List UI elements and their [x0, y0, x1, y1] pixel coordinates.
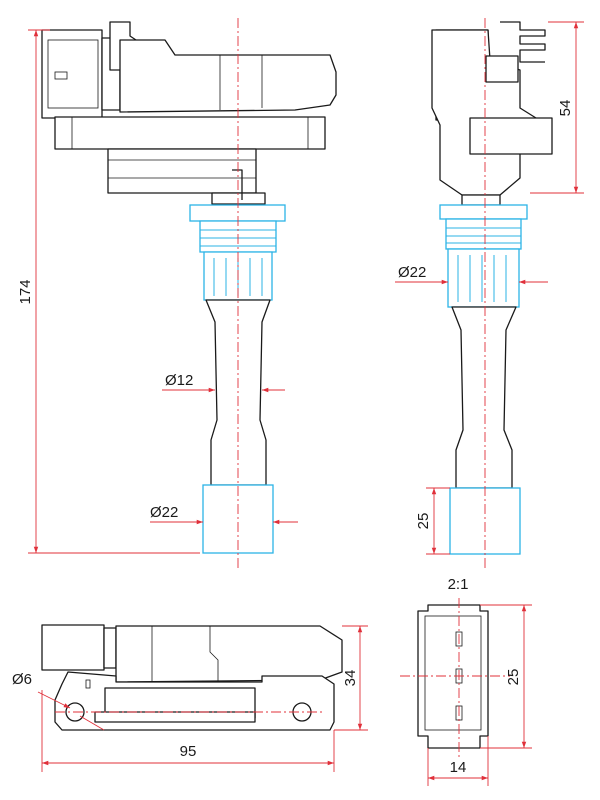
front-boot-cap [189, 204, 286, 222]
front-boot-diameter-label: Ø22 [150, 504, 178, 521]
front-flange [54, 116, 326, 150]
side-flange [469, 117, 553, 155]
side-neck [451, 306, 517, 489]
top-view: Ø6 95 34 [12, 624, 368, 772]
mount-hole-diameter-label: Ø6 [12, 671, 32, 688]
front-housing [119, 39, 337, 113]
side-boot-cap [439, 204, 528, 220]
side-boot-diameter-label: Ø22 [398, 264, 426, 281]
connector-outline [417, 604, 489, 749]
top-height-label: 54 [557, 100, 574, 117]
pin-1 [455, 631, 463, 647]
front-view: 174 Ø12 Ø22 [17, 18, 337, 568]
side-view: 54 Ø22 25 [395, 18, 584, 568]
connector-width-label: 14 [450, 759, 467, 776]
side-boot-ribs [447, 248, 520, 308]
top-connector [41, 624, 105, 671]
total-length-label: 174 [17, 279, 34, 304]
boot-length-label: 25 [415, 513, 432, 530]
front-connector [41, 29, 103, 119]
top-housing [115, 625, 343, 683]
body-width-label: 95 [180, 743, 197, 760]
neck-diameter-label: Ø12 [165, 372, 193, 389]
connector-detail: 2:1 25 14 [400, 576, 532, 786]
body-height-label: 34 [342, 670, 359, 687]
connector-height-label: 25 [505, 669, 522, 686]
connector-scale-label: 2:1 [448, 576, 469, 593]
